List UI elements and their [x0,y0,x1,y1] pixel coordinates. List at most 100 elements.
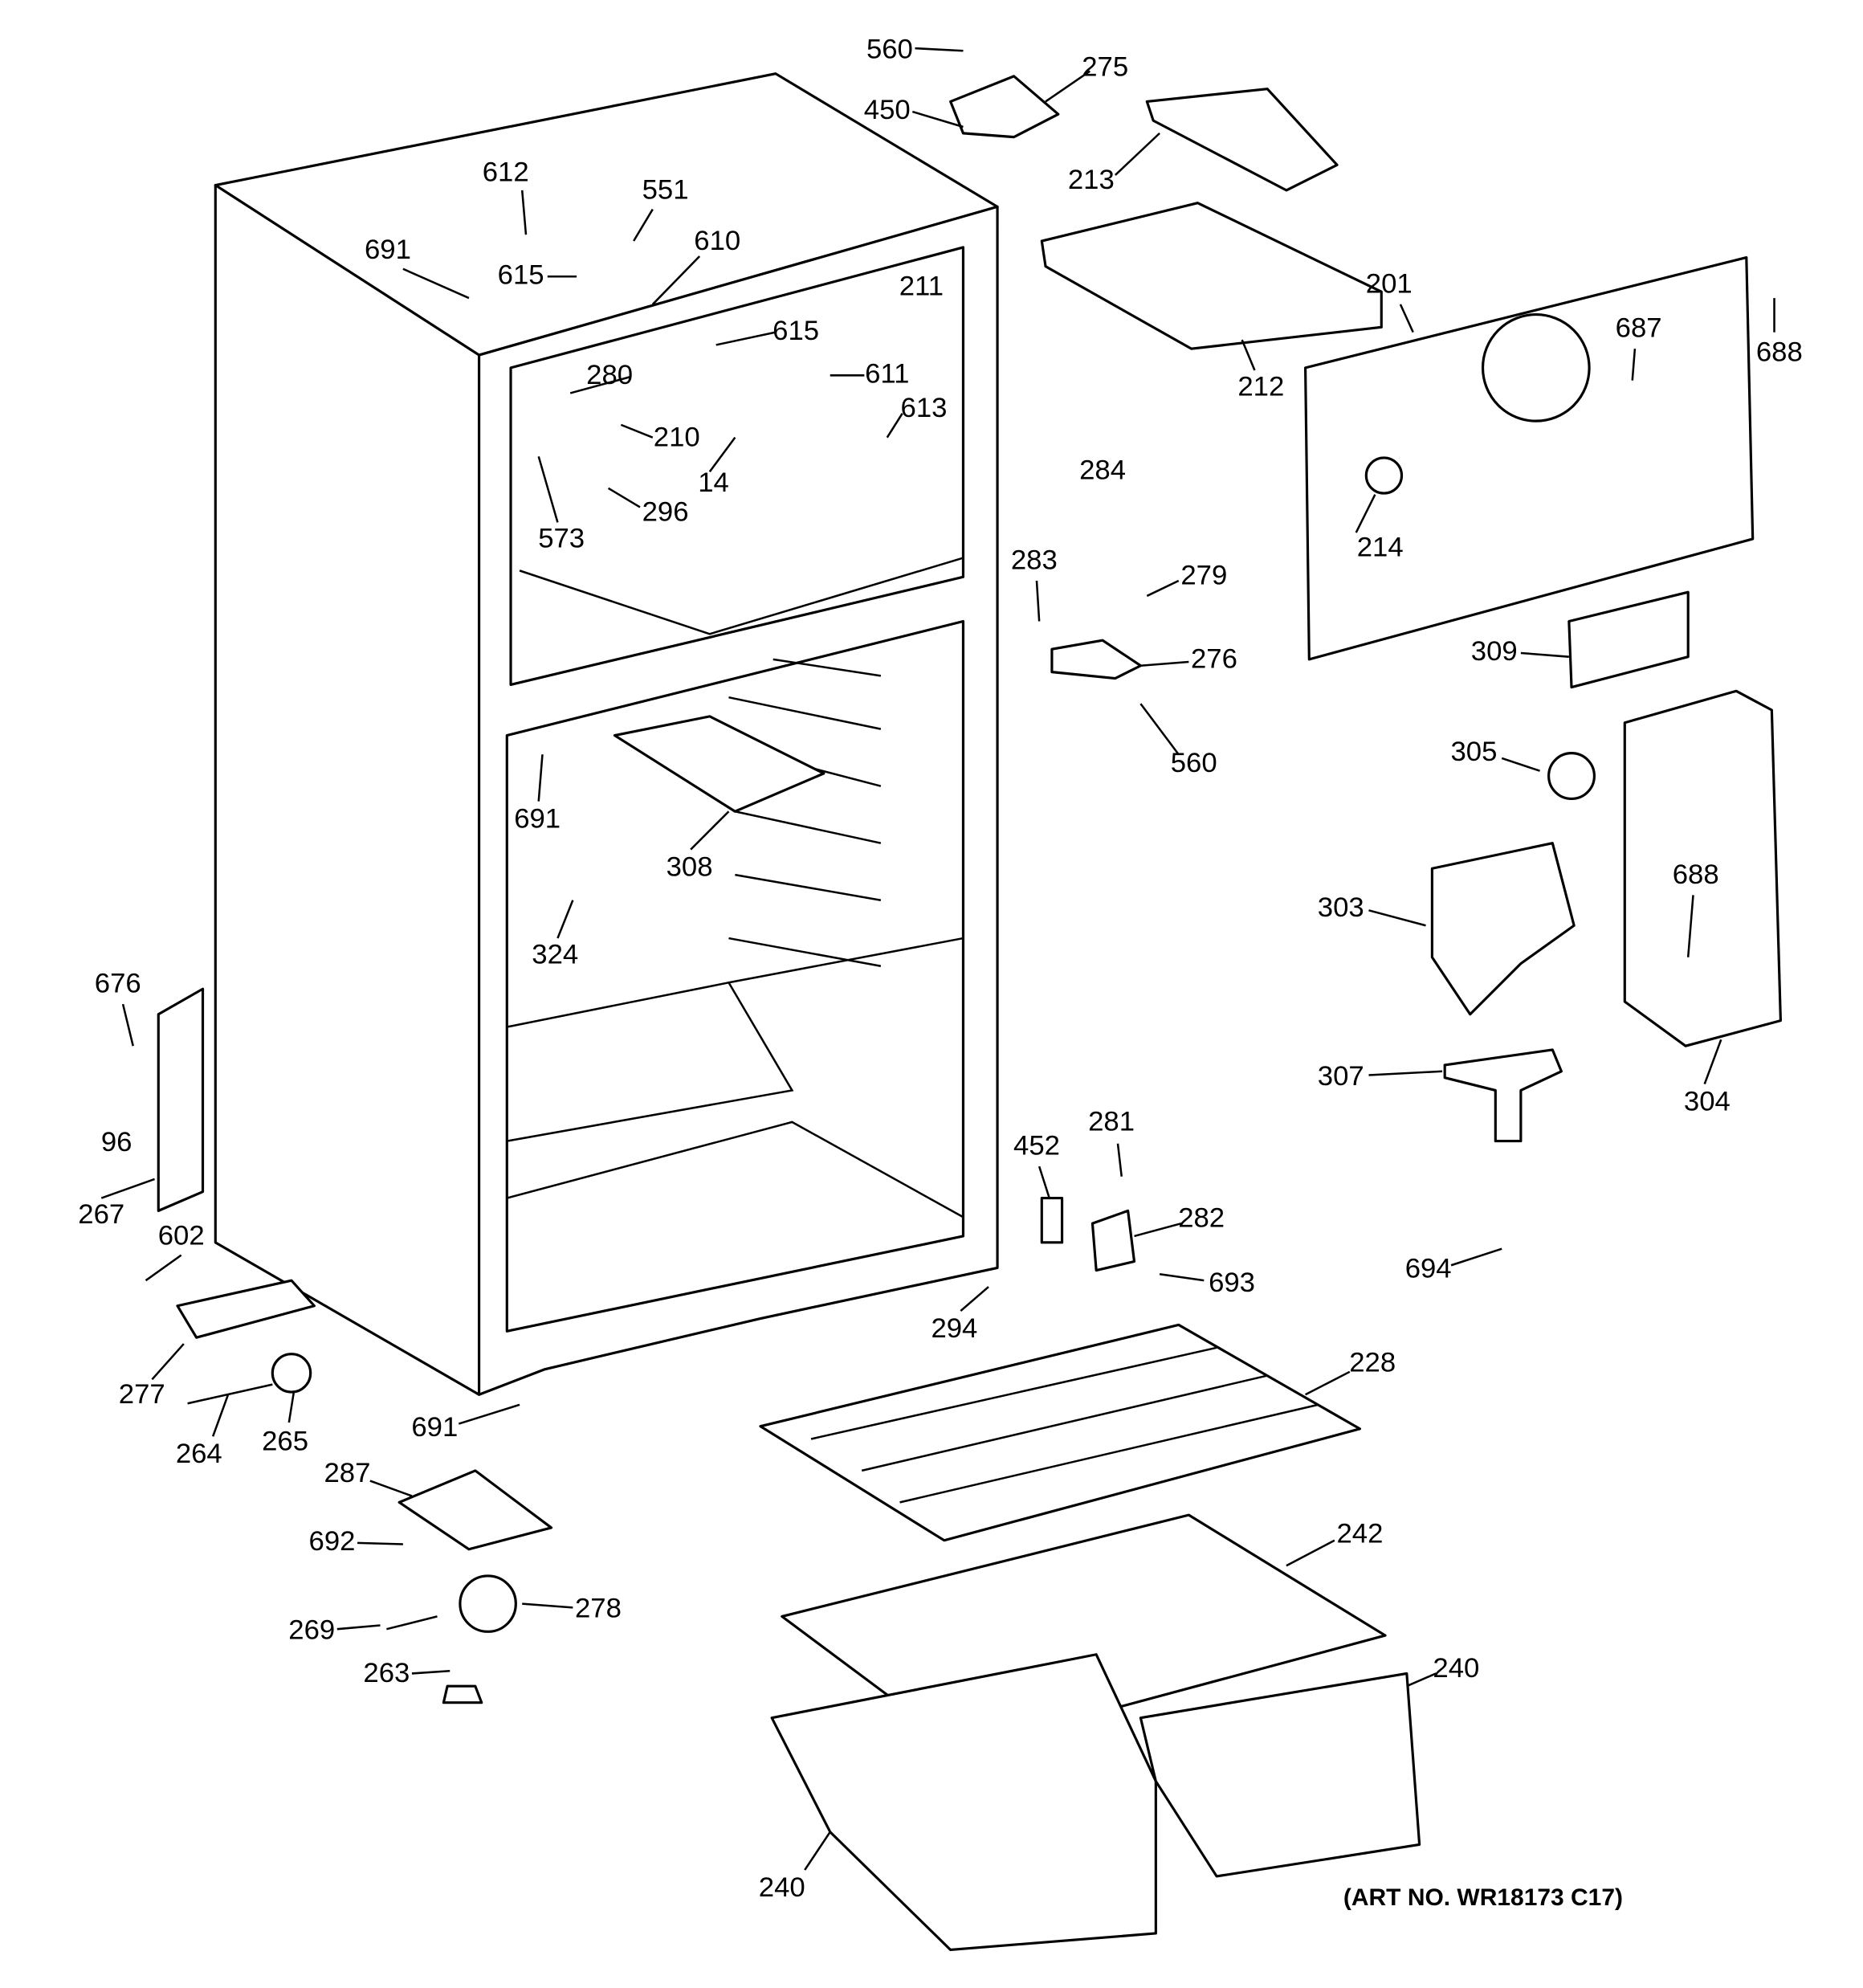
callout: 308 [667,851,713,882]
bracket-307 [1443,1048,1563,1143]
leader-line [556,900,574,939]
callout: 267 [78,1199,124,1230]
callout: 615 [498,259,544,290]
leader-line [537,754,544,802]
callout: 452 [1013,1131,1060,1161]
callout: 602 [158,1221,205,1251]
leader-line [1045,70,1090,103]
callout-labels: 560 275 450 213 612 551 610 691 615 211 … [78,34,1803,1902]
callout: 265 [262,1426,308,1456]
leader-line [522,1602,573,1609]
callout: 691 [514,803,561,834]
pin-269 [386,1615,438,1631]
callout: 269 [288,1615,335,1646]
callout: 305 [1451,737,1498,767]
refrigerator-cabinet [214,72,999,1396]
roller-bracket-277 [176,1279,316,1339]
leader-line [100,1178,155,1199]
callout: 240 [759,1872,805,1903]
ice-tray-213 [1145,88,1339,192]
leader-line [1703,1039,1722,1084]
leader-line [520,190,528,235]
callout: 211 [899,271,944,302]
vent-cover-304 [1623,689,1782,1047]
crisper-drawer-240-right [1139,1672,1421,1878]
callout: 284 [1079,455,1126,485]
leader-line [569,375,632,394]
leader-line [1159,1273,1205,1282]
leader-line [1114,132,1160,176]
leader-line [1501,757,1540,772]
leader-line [121,1003,134,1047]
leader-line [151,1343,185,1381]
leader-line [1355,494,1376,533]
leader-line [1241,339,1256,371]
callout: 228 [1349,1348,1396,1378]
callout: 560 [1171,748,1217,778]
toe-grille-bracket-267 [157,987,205,1212]
callout: 276 [1191,644,1237,675]
leader-line [715,331,777,346]
leader-line [402,267,470,300]
callout: 14 [698,467,729,498]
callout: 610 [694,226,740,256]
callout: 613 [901,393,948,423]
leader-line [1399,304,1414,333]
callout: 240 [1433,1653,1479,1684]
leader-line [1305,1370,1351,1396]
callout: 691 [365,235,411,265]
callout: 687 [1616,313,1662,344]
leader-line [357,1541,403,1545]
hinge-282 [1090,1209,1136,1272]
leader-line [1139,703,1180,755]
callout: 213 [1068,165,1115,195]
callout: 287 [324,1458,370,1488]
callout: 560 [866,34,913,64]
callout: 294 [931,1313,977,1344]
callout: 282 [1178,1203,1225,1234]
leader-line [287,1390,296,1423]
callout: 296 [642,497,689,528]
leader-line [915,47,964,52]
leader-line [1450,1247,1502,1267]
shelf-rails [728,658,882,968]
leader-line [651,255,701,305]
leader-line [1686,895,1694,957]
meat-pan-cover-308 [613,715,826,813]
leg-263 [442,1684,483,1704]
callout: 324 [532,939,578,970]
leader-line [1116,1143,1123,1177]
leader-line [369,1480,413,1497]
leader-line [1140,660,1189,667]
callout: 450 [864,95,911,125]
callout: 692 [309,1526,356,1557]
hinge-275 [949,75,1060,139]
callout: 551 [642,175,689,206]
callout: 242 [1336,1519,1383,1549]
callout: 275 [1082,52,1128,83]
callout: 694 [1405,1254,1452,1284]
leader-line [411,1670,450,1675]
callout: 688 [1673,859,1719,890]
callout: 96 [101,1127,132,1157]
thermostat-dial-305 [1547,752,1596,801]
leader-line [633,208,654,242]
callout: 612 [483,157,529,188]
leader-line [960,1286,989,1312]
axle-264 [187,1383,273,1405]
leader-line [145,1254,182,1282]
callout: 279 [1180,560,1227,590]
leader-line [911,110,964,129]
leader-line [1520,651,1569,658]
callout: 688 [1756,337,1803,368]
control-housing-303 [1430,842,1576,1016]
leader-line [886,412,903,439]
art-number: (ART NO. WR18173 C17) [1343,1884,1623,1911]
leader-line [1035,580,1041,622]
leader-line [1368,1070,1443,1076]
callout: 304 [1684,1086,1731,1116]
shelf-wires [810,1346,1319,1504]
leader-line [690,810,730,851]
